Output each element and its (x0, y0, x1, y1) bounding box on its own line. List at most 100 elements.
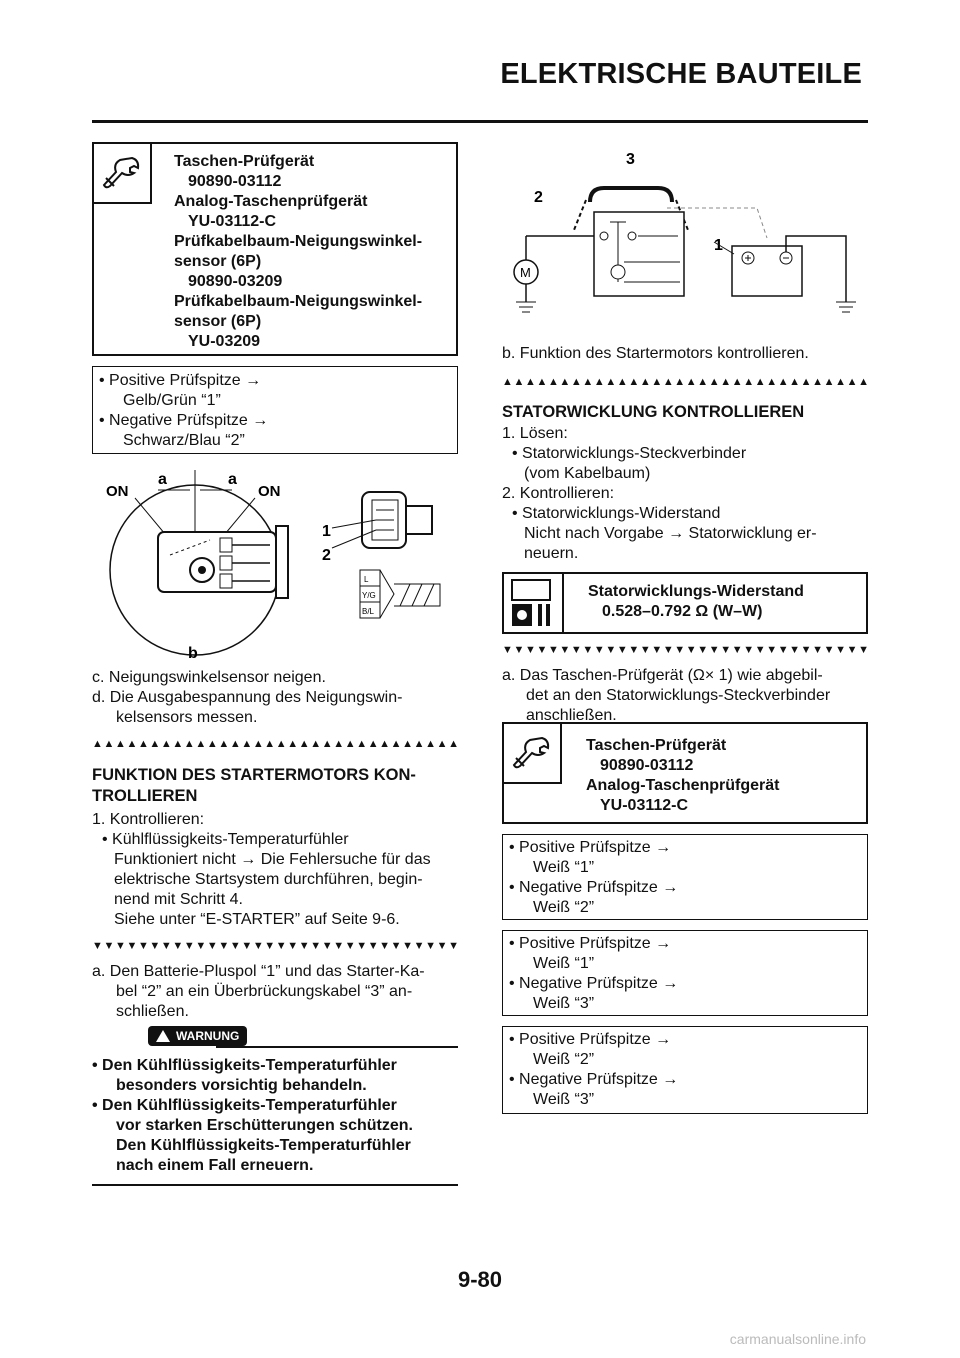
step-line: schließen. (116, 1003, 189, 1020)
triangle-separator-up: ▲▲▲▲▲▲▲▲▲▲▲▲▲▲▲▲▲▲▲▲▲▲▲▲▲▲▲▲▲▲▲▲▲▲▲▲▲ (92, 738, 458, 750)
probe-line: • Negative Prüfspitze → (509, 1071, 679, 1088)
warning-line: • Den Kühlflüssigkeits-Temperaturfühler (92, 1057, 397, 1074)
section-title-line: FUNKTION DES STARTERMOTORS KON- (92, 766, 416, 784)
probe-line: • Positive Prüfspitze → (99, 372, 262, 389)
step-line: a. Das Taschen-Prüfgerät (Ω× 1) wie abge… (502, 667, 823, 684)
step-line: 1. Lösen: (502, 425, 568, 442)
step-line: det an den Statorwicklungs-Steckverbinde… (526, 687, 831, 704)
step-a-left: a. Den Batterie-Pluspol “1” und das Star… (92, 962, 425, 1022)
b-label: b (188, 645, 198, 660)
step-line: c. Neigungswinkelsensor neigen. (92, 669, 326, 686)
page-title: ELEKTRISCHE BAUTEILE (500, 58, 862, 90)
step-line: • Kühlflüssigkeits-Temperaturfühler (102, 831, 349, 848)
tool-line: Analog-Taschenprüfgerät (174, 193, 368, 210)
wire-l-label: L (364, 575, 369, 584)
probe-box-2: • Positive Prüfspitze → Weiß “1” • Negat… (502, 930, 868, 1016)
section-title-line: TROLLIEREN (92, 787, 198, 805)
step-line: • Statorwicklungs-Steckverbinder (512, 445, 747, 462)
section-title-starter: FUNKTION DES STARTERMOTORS KON- TROLLIER… (92, 765, 416, 807)
tilt-sensor-diagram: ON a a ON b 1 2 L Y/G B/L (106, 470, 441, 660)
probe-box: • Positive Prüfspitze → Gelb/Grün “1” • … (92, 366, 458, 454)
spec-line: Statorwicklungs-Widerstand (588, 583, 804, 600)
warning-line: nach einem Fall erneuern. (116, 1157, 314, 1174)
tool-line: Taschen-Prüfgerät (586, 737, 727, 754)
probe-line: Weiß “2” (533, 1051, 595, 1068)
warning-badge: WARNUNG (148, 1026, 248, 1046)
warning-line: besonders vorsichtig behandeln. (116, 1077, 367, 1094)
probe-line: Weiß “3” (533, 1091, 595, 1108)
step-1: 1. Kontrollieren: • Kühlflüssigkeits-Tem… (92, 810, 431, 930)
tool-line: YU-03112-C (188, 213, 277, 230)
wire-bl-label: B/L (362, 607, 375, 616)
step-line: Siehe unter “E-STARTER” auf Seite 9-6. (114, 911, 400, 928)
warning-header: WARNUNG (92, 1026, 458, 1048)
step-line: 2. Kontrollieren: (502, 485, 615, 502)
callout-1: 1 (322, 523, 331, 540)
wire-yg-label: Y/G (362, 591, 376, 600)
tool-line: 90890-03209 (188, 273, 283, 290)
step-a-right: a. Das Taschen-Prüfgerät (Ω× 1) wie abge… (502, 666, 830, 726)
probe-line: Schwarz/Blau “2” (123, 432, 245, 449)
probe-line: Weiß “2” (533, 899, 595, 916)
probe-line: Weiß “1” (533, 859, 595, 876)
spec-box: Statorwicklungs-Widerstand 0.528–0.792 Ω… (502, 572, 868, 634)
warning-icon (156, 1030, 170, 1042)
a-left-label: a (158, 471, 167, 488)
tool-line: Prüfkabelbaum-Neigungswinkel- (174, 233, 423, 250)
tool-line: YU-03112-C (600, 797, 689, 814)
warning-line: • Den Kühlflüssigkeits-Temperaturfühler (92, 1097, 397, 1114)
callout-2: 2 (534, 189, 543, 206)
tool-line: YU-03209 (188, 333, 261, 350)
step-line: a. Den Batterie-Pluspol “1” und das Star… (92, 963, 425, 980)
triangle-separator-down: ▼▼▼▼▼▼▼▼▼▼▼▼▼▼▼▼▼▼▼▼▼▼▼▼▼▼▼▼▼▼▼▼▼▼▼▼▼ (502, 644, 868, 656)
step-line: Nicht nach Vorgabe → Statorwicklung er- (524, 525, 817, 542)
section-title-stator: STATORWICKLUNG KONTROLLIEREN (502, 403, 805, 421)
tool-line: 90890-03112 (188, 173, 282, 190)
warning-rule (92, 1184, 458, 1186)
warning-line: vor starken Erschütterungen schützen. (116, 1117, 413, 1134)
probe-line: • Negative Prüfspitze → (99, 412, 269, 429)
on-left-label: ON (106, 483, 129, 500)
probe-line: • Negative Prüfspitze → (509, 879, 679, 896)
steps-cd: c. Neigungswinkelsensor neigen. d. Die A… (92, 668, 402, 728)
probe-line: • Negative Prüfspitze → (509, 975, 679, 992)
callout-1: 1 (714, 237, 723, 254)
step-line: neuern. (524, 545, 579, 562)
wrench-tester-icon (504, 724, 562, 784)
tool-line: 90890-03112 (600, 757, 694, 774)
triangle-separator-down: ▼▼▼▼▼▼▼▼▼▼▼▼▼▼▼▼▼▼▼▼▼▼▼▼▼▼▼▼▼▼▼▼▼▼▼▼▼ (92, 940, 458, 952)
step-line: bel “2” an ein Überbrückungskabel “3” an… (116, 983, 413, 1000)
step-line: (vom Kabelbaum) (524, 465, 651, 482)
tool-line: sensor (6P) (174, 253, 262, 270)
probe-line: • Positive Prüfspitze → (509, 935, 672, 952)
warning-label: WARNUNG (176, 1029, 240, 1043)
probe-box-3: • Positive Prüfspitze → Weiß “2” • Negat… (502, 1026, 868, 1114)
tool-box: Taschen-Prüfgerät 90890-03112 Analog-Tas… (92, 142, 458, 356)
step-line: Funktioniert nicht → Die Fehlersuche für… (114, 851, 431, 868)
tool-line: Taschen-Prüfgerät (174, 153, 315, 170)
step-line: 1. Kontrollieren: (92, 811, 205, 828)
warning-text: • Den Kühlflüssigkeits-Temperaturfühler … (92, 1056, 413, 1176)
probe-box-1: • Positive Prüfspitze → Weiß “1” • Negat… (502, 834, 868, 920)
step-b: b. Funktion des Startermotors kontrollie… (502, 345, 809, 362)
step-line: d. Die Ausgabespannung des Neigungswin- (92, 689, 403, 706)
step-line: • Statorwicklungs-Widerstand (512, 505, 721, 522)
callout-3: 3 (626, 151, 635, 168)
wrench-tester-icon (94, 144, 152, 204)
step-line: nend mit Schritt 4. (114, 891, 243, 908)
warning-line: Den Kühlflüssigkeits-Temperaturfühler (116, 1137, 411, 1154)
tool-box-right: Taschen-Prüfgerät 90890-03112 Analog-Tas… (502, 722, 868, 824)
watermark[interactable]: carmanualsonline.info (729, 1331, 866, 1347)
step-line: anschließen. (526, 707, 617, 724)
tool-line: Analog-Taschenprüfgerät (586, 777, 780, 794)
page-number: 9-80 (457, 1267, 503, 1292)
probe-line: • Positive Prüfspitze → (509, 839, 672, 856)
spec-line: 0.528–0.792 Ω (W–W) (602, 603, 763, 620)
probe-line: • Positive Prüfspitze → (509, 1031, 672, 1048)
triangle-separator-up: ▲▲▲▲▲▲▲▲▲▲▲▲▲▲▲▲▲▲▲▲▲▲▲▲▲▲▲▲▲▲▲▲▲▲▲▲▲ (502, 376, 868, 388)
step-line: kelsensors messen. (116, 709, 258, 726)
motor-label: M (520, 265, 531, 280)
starter-circuit-diagram: 3 2 1 M (513, 151, 856, 313)
tool-line: Prüfkabelbaum-Neigungswinkel- (174, 293, 423, 310)
probe-line: Weiß “3” (533, 995, 595, 1012)
